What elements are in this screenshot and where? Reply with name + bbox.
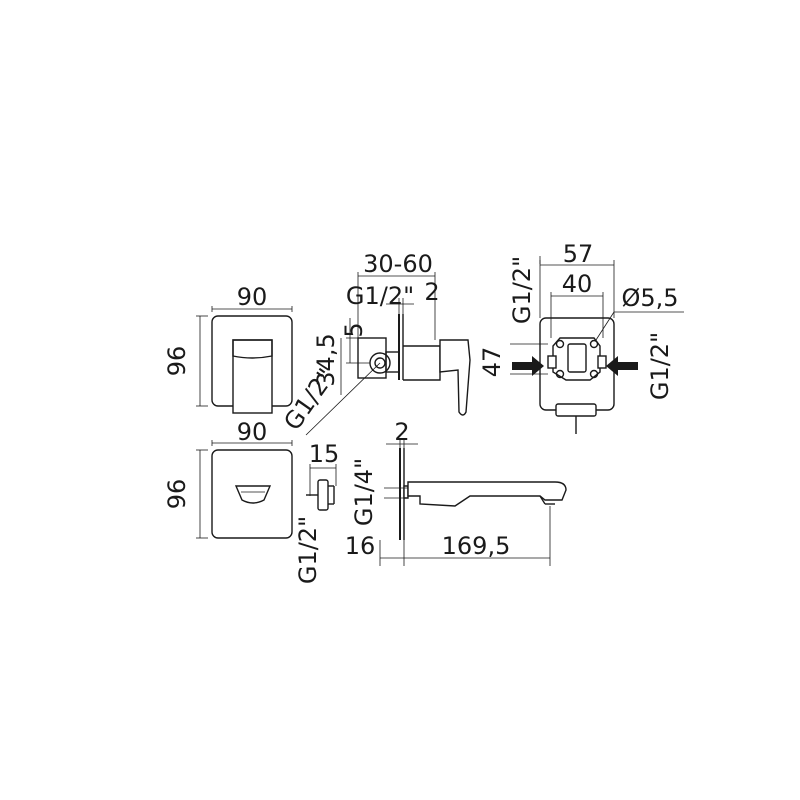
top-plate-height-label: 96 — [163, 346, 191, 377]
outlet-thread-label: G1/2" — [278, 363, 340, 435]
bottom-plate-width-label: 90 — [237, 418, 268, 446]
front-thread-left-label: G1/2" — [508, 256, 536, 324]
offset-body-label: 34,5 — [312, 333, 340, 386]
small-outlet-thread-label: G1/2" — [294, 516, 322, 584]
mixer-front-view: 57 40 Ø5,5 G1/2" 47 G1/2" — [478, 240, 684, 434]
hole-diameter-label: Ø5,5 — [621, 284, 678, 312]
small-outlet-body — [317, 479, 329, 511]
inlet-arrow-right — [606, 356, 638, 376]
small-outlet-view: 15 G1/2" — [294, 440, 339, 584]
top-lever-body — [232, 339, 273, 414]
top-plate-width-label: 90 — [237, 283, 268, 311]
side-inlet-thread-label: G1/2" — [346, 282, 414, 310]
spout-length-label: 169,5 — [442, 532, 511, 560]
front-inner-width-label: 40 — [562, 270, 593, 298]
depth-range-label: 30-60 — [363, 250, 433, 278]
spout-body — [407, 481, 567, 507]
bottom-diverter-knob — [234, 485, 272, 504]
mixer-side-view: 30-60 G1/2" 2 5 34,5 G1/2" — [278, 250, 471, 436]
top-lever-cap — [232, 339, 273, 359]
spout-view: 2 G1/4" 16 169,5 — [345, 418, 567, 566]
side-handle — [439, 339, 471, 416]
front-height-label: 47 — [478, 347, 506, 378]
spout-thread-label: G1/4" — [350, 458, 378, 526]
small-outlet-depth-label: 15 — [309, 440, 340, 468]
bottom-cover-plate: 90 96 — [163, 418, 293, 539]
front-thread-right-label: G1/2" — [646, 332, 674, 400]
top-cover-plate: 90 96 — [163, 283, 293, 414]
spout-plate-thickness-label: 2 — [394, 418, 409, 446]
outlet-thread-leader — [305, 362, 381, 436]
front-outer-width-label: 57 — [563, 240, 594, 268]
bottom-plate-outline — [211, 449, 293, 539]
bottom-plate-height-label: 96 — [163, 479, 191, 510]
inlet-arrow-left — [512, 356, 544, 376]
spout-offset-label: 16 — [345, 532, 376, 560]
offset-small-label: 5 — [340, 322, 368, 337]
side-plate-thickness-label: 2 — [424, 278, 439, 306]
